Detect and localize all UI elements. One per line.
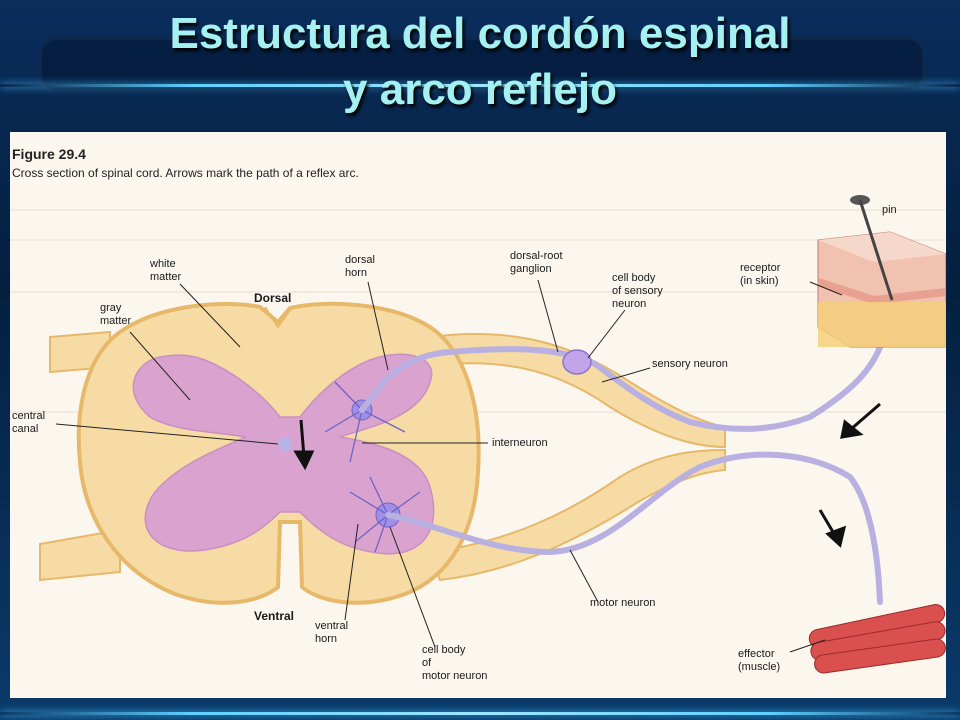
slide-title-line-1: Estructura del cordón espinal: [169, 9, 791, 58]
label-ventral: Ventral: [254, 609, 295, 623]
skin-block: [816, 231, 946, 348]
dorsal-root: [428, 333, 726, 449]
muscle-effector: [808, 604, 946, 674]
pin-icon: [850, 195, 894, 301]
label-effector: effector (muscle): [738, 648, 781, 673]
label-sensory-neuron: sensory neuron: [652, 358, 728, 370]
label-gray-matter: gray matter: [100, 302, 132, 327]
label-dorsal-root-ganglion: dorsal-root ganglion: [510, 250, 563, 275]
label-cell-body-sensory: cell body of sensory neuron: [612, 272, 663, 310]
sensory-cell-body: [562, 349, 592, 375]
label-receptor: receptor (in skin): [740, 262, 781, 287]
label-central-canal: central canal: [12, 410, 46, 435]
figure-caption: Cross section of spinal cord. Arrows mar…: [12, 166, 359, 180]
label-white-matter: white matter: [150, 258, 182, 283]
slide-title: Estructura del cordón espinal y arco ref…: [0, 6, 960, 118]
sensory-neuron-path: [359, 344, 883, 432]
background-light-line: [0, 84, 960, 87]
label-ventral-horn: ventral horn: [315, 620, 349, 645]
label-dorsal-horn: dorsal horn: [345, 254, 375, 279]
label-interneuron: interneuron: [492, 437, 548, 449]
central-canal: [278, 437, 292, 451]
background-panel: [40, 38, 924, 92]
spinal-cord-diagram: [10, 195, 946, 674]
spinal-cord-figure: Figure 29.4 Cross section of spinal cord…: [10, 132, 946, 698]
label-pin: pin: [882, 204, 897, 216]
dorsal-median-sulcus: [264, 306, 293, 329]
slide-title-line-2: y arco reflejo: [343, 65, 617, 114]
left-root-stub-ventral: [39, 528, 121, 582]
label-dorsal: Dorsal: [254, 291, 292, 305]
reflex-arrows: [293, 402, 881, 548]
label-motor-neuron: motor neuron: [590, 597, 656, 609]
figure-number: Figure 29.4: [12, 146, 86, 162]
leader-lines: [55, 279, 843, 653]
background-light-line: [0, 712, 960, 715]
label-cell-body-motor: cell body of motor neuron: [422, 644, 488, 682]
motor-neuron-path: [385, 451, 883, 605]
